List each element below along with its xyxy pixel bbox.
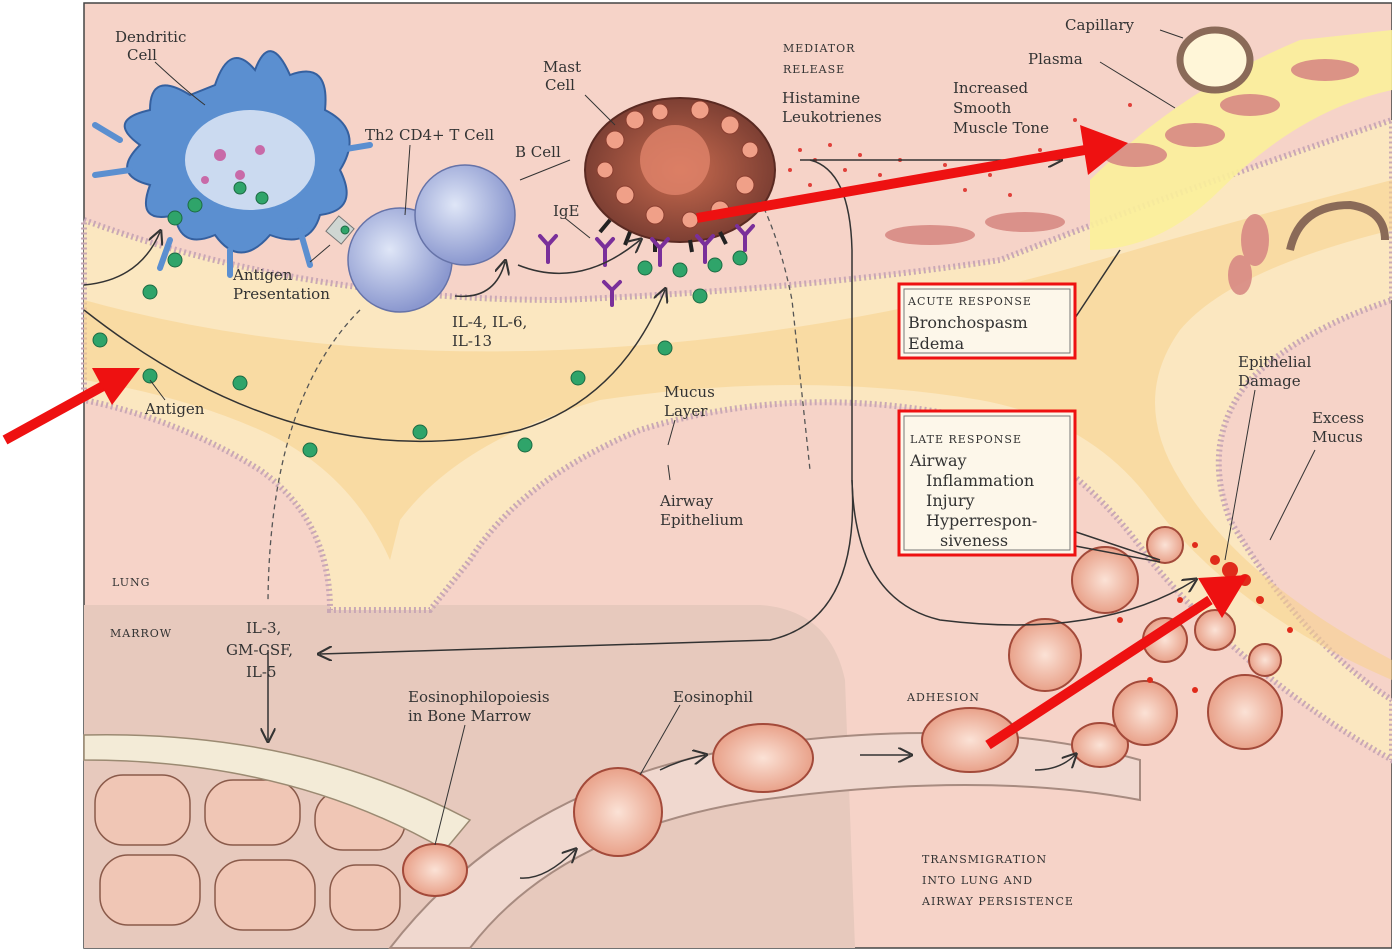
cyto-line2: GM-CSF, — [226, 641, 293, 659]
late-response-box: LATE RESPONSE Airway Inflammation Injury… — [899, 411, 1075, 555]
mast-label-line1: Mast — [543, 58, 581, 76]
excess-line2: Mucus — [1312, 428, 1363, 446]
smooth-line2: Smooth — [953, 99, 1012, 117]
damage-line2: Damage — [1238, 372, 1301, 390]
excess-line1: Excess — [1312, 409, 1364, 427]
mediator-line1: MEDIATOR — [783, 42, 855, 55]
damage-line1: Epithelial — [1238, 353, 1311, 371]
eosinophilopoiesis-label: Eosinophilopoiesis in Bone Marrow — [408, 688, 550, 725]
trans-line2: INTO LUNG AND — [922, 874, 1033, 887]
mediator-line2: RELEASE — [783, 63, 845, 76]
epi-line1: Airway — [659, 492, 714, 510]
eosino-line2: in Bone Marrow — [408, 707, 531, 725]
cyto-line3: IL-5 — [246, 663, 277, 681]
capillary-vessel — [1180, 30, 1250, 90]
histamine-line2: Leukotrienes — [782, 108, 882, 126]
antigen-label: Antigen — [144, 400, 205, 418]
late-item-inflammation: Inflammation — [926, 471, 1034, 490]
trans-line3: AIRWAY PERSISTENCE — [921, 895, 1074, 908]
adhesion-label: ADHESION — [906, 691, 980, 704]
acute-title: ACUTE RESPONSE — [907, 295, 1032, 308]
mast-label-line2: Cell — [545, 76, 575, 94]
eosinophil-label: Eosinophil — [673, 688, 753, 706]
late-title: LATE RESPONSE — [910, 433, 1022, 446]
epi-line2: Epithelium — [660, 511, 743, 529]
capillary-label: Capillary — [1065, 16, 1135, 34]
il-line1: IL-4, IL-6, — [452, 313, 527, 331]
acute-item-bronchospasm: Bronchospasm — [908, 313, 1028, 332]
dendritic-label-line2: Cell — [127, 46, 157, 64]
mucus-layer-label: Mucus Layer — [664, 383, 715, 420]
mucus-line1: Mucus — [664, 383, 715, 401]
antigen-pres-line1: Antigen — [232, 266, 293, 284]
late-item-airway: Airway — [909, 451, 967, 470]
marrow-label: MARROW — [110, 627, 172, 640]
b-cell — [415, 165, 515, 265]
mucus-line2: Layer — [664, 402, 708, 420]
late-item-injury: Injury — [926, 491, 975, 510]
lung-label: LUNG — [112, 576, 150, 589]
ige-label: IgE — [553, 202, 579, 220]
smooth-line3: Muscle Tone — [953, 119, 1049, 137]
plasma-label: Plasma — [1028, 50, 1083, 68]
trans-line1: TRANSMIGRATION — [922, 853, 1047, 866]
late-item-siveness: siveness — [940, 531, 1008, 550]
smooth-line1: Increased — [953, 79, 1029, 97]
acute-item-edema: Edema — [908, 334, 965, 353]
b-cell-label: B Cell — [515, 143, 561, 161]
antigen-pres-line2: Presentation — [233, 285, 330, 303]
acute-response-box: ACUTE RESPONSE Bronchospasm Edema — [899, 284, 1075, 358]
histamine-line1: Histamine — [782, 89, 860, 107]
excess-mucus-label: Excess Mucus — [1312, 409, 1364, 446]
eosino-line1: Eosinophilopoiesis — [408, 688, 550, 706]
epithelial-damage-label: Epithelial Damage — [1238, 353, 1311, 390]
dendritic-label-line1: Dendritic — [115, 28, 186, 46]
cyto-line1: IL-3, — [246, 619, 281, 637]
il-line2: IL-13 — [452, 332, 492, 350]
late-item-hyperresponsiveness: Hyperrespon- — [926, 511, 1037, 530]
th2-cell-label: Th2 CD4+ T Cell — [365, 126, 494, 144]
